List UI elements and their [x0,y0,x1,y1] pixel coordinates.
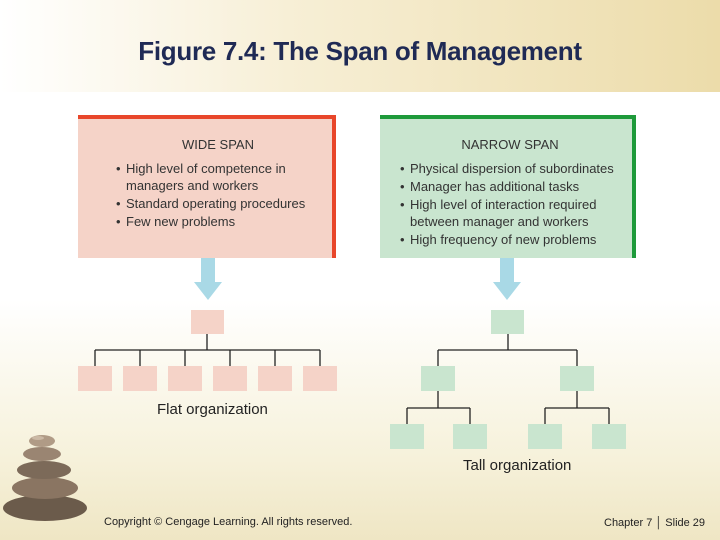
tall-middle-manager-box [560,366,594,391]
narrow-span-heading: NARROW SPAN [461,137,559,152]
copyright-text: Copyright © Cengage Learning. All rights… [104,516,353,528]
wide-span-item: High level of competence in managers and… [116,160,320,194]
flat-connectors [94,334,321,366]
tall-subordinate-box [592,424,626,449]
slide-number: Chapter 7 │ Slide 29 [604,517,706,529]
wide-span-heading: WIDE SPAN [182,137,254,152]
tall-middle-manager-box [421,366,455,391]
stacked-stones-image [3,435,87,521]
tall-subordinate-box [528,424,562,449]
narrow-span-item: Manager has additional tasks [400,178,620,195]
flat-subordinate-box [168,366,202,391]
flat-subordinates [78,366,337,391]
flat-subordinate-box [78,366,112,391]
tall-nodes [390,366,626,449]
down-arrow-icon [493,258,521,300]
narrow-span-item: High level of interaction required betwe… [400,196,620,230]
tall-subordinate-box [453,424,487,449]
flat-manager-box [191,310,224,334]
flat-subordinate-box [123,366,157,391]
slide-title: Figure 7.4: The Span of Management [138,36,582,66]
narrow-span-item: High frequency of new problems [400,231,620,248]
title-bar [0,0,720,92]
tall-organization-label: Tall organization [463,457,572,474]
tall-manager-box [491,310,524,334]
narrow-span-item: Physical dispersion of subordinates [400,160,620,177]
tall-connectors [406,334,610,424]
flat-subordinate-box [303,366,337,391]
flat-subordinate-box [258,366,292,391]
wide-span-item: Standard operating procedures [116,195,320,212]
narrow-span-panel: NARROW SPAN Physical dispersion of subor… [380,115,636,258]
down-arrow-icon [194,258,222,300]
narrow-span-list: Physical dispersion of subordinates Mana… [400,160,620,248]
flat-subordinate-box [213,366,247,391]
wide-span-item: Few new problems [116,213,320,230]
flat-organization-label: Flat organization [157,401,268,418]
wide-span-list: High level of competence in managers and… [116,160,320,230]
wide-span-panel: WIDE SPAN High level of competence in ma… [78,115,336,258]
tall-subordinate-box [390,424,424,449]
